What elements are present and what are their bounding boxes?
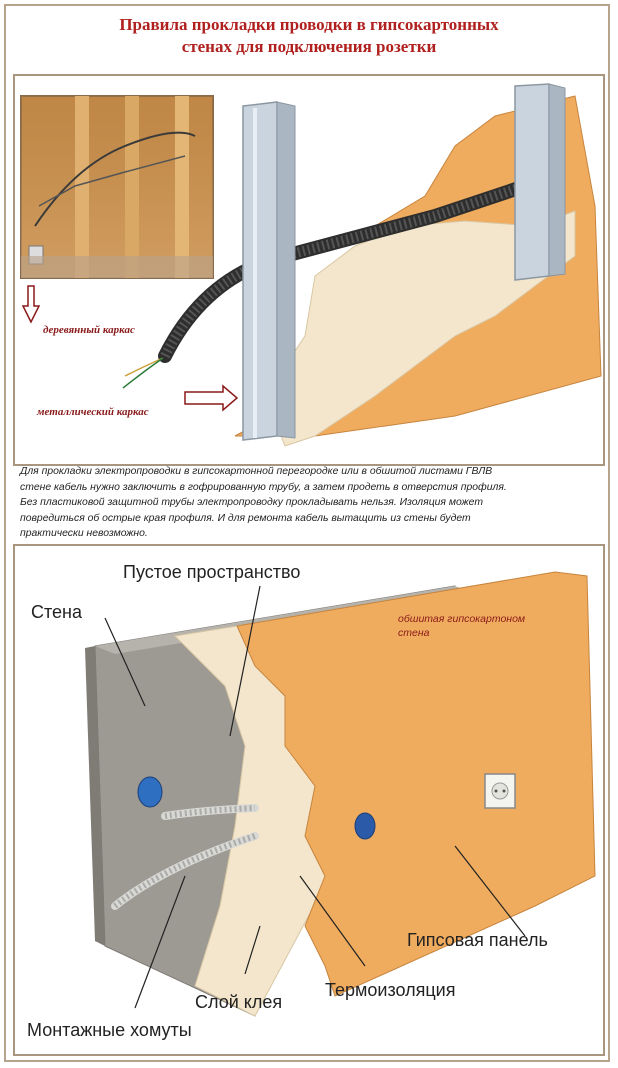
page-title: Правила прокладки проводки в гипсокартон… xyxy=(0,14,618,58)
drywall-wall-illustration xyxy=(85,571,596,1017)
top-diagram-panel: деревянный каркас металлический каркас xyxy=(13,74,605,466)
wood-frame-photo xyxy=(20,95,214,279)
caption-line-2: стене кабель нужно заключить в гофрирова… xyxy=(20,481,507,493)
caption-line-5: практически невозможно. xyxy=(20,528,148,539)
label-wall: Стена xyxy=(31,602,83,622)
label-insulation: Термоизоляция xyxy=(325,980,456,1000)
caption-line-3: Без пластиковой защитной трубы электропр… xyxy=(20,497,484,508)
caption-line-4: повредиться об острые края профиля. И дл… xyxy=(20,512,471,524)
label-mount-clamps: Монтажные хомуты xyxy=(27,1020,192,1040)
label-void: Пустое пространство xyxy=(123,562,301,582)
label-sheathed-line-2: стена xyxy=(398,627,430,639)
label-gypsum-panel: Гипсовая панель xyxy=(407,930,548,950)
caption-text: Для прокладки электропроводки в гипсокар… xyxy=(20,464,600,542)
label-sheathed-line-1: обшитая гипсокартоном xyxy=(398,613,526,625)
label-sheathed-wall: обшитая гипсокартоном стена xyxy=(398,612,525,640)
bottom-diagram-panel: Пустое пространство Стена обшитая гипсок… xyxy=(13,544,605,1056)
title-line-1: Правила прокладки проводки в гипсокартон… xyxy=(119,15,499,34)
socket-icon xyxy=(484,773,516,809)
caption-line-1: Для прокладки электропроводки в гипсокар… xyxy=(20,466,493,477)
outer-frame xyxy=(4,4,610,1062)
arrow-up-icon xyxy=(21,285,41,324)
arrow-right-icon xyxy=(184,384,239,412)
label-metal-frame: металлический каркас xyxy=(37,406,149,418)
label-glue-layer: Слой клея xyxy=(195,992,283,1012)
metal-frame-illustration xyxy=(20,83,602,447)
label-wood-frame: деревянный каркас xyxy=(43,324,135,336)
title-line-2: стенах для подключения розетки xyxy=(181,37,437,56)
